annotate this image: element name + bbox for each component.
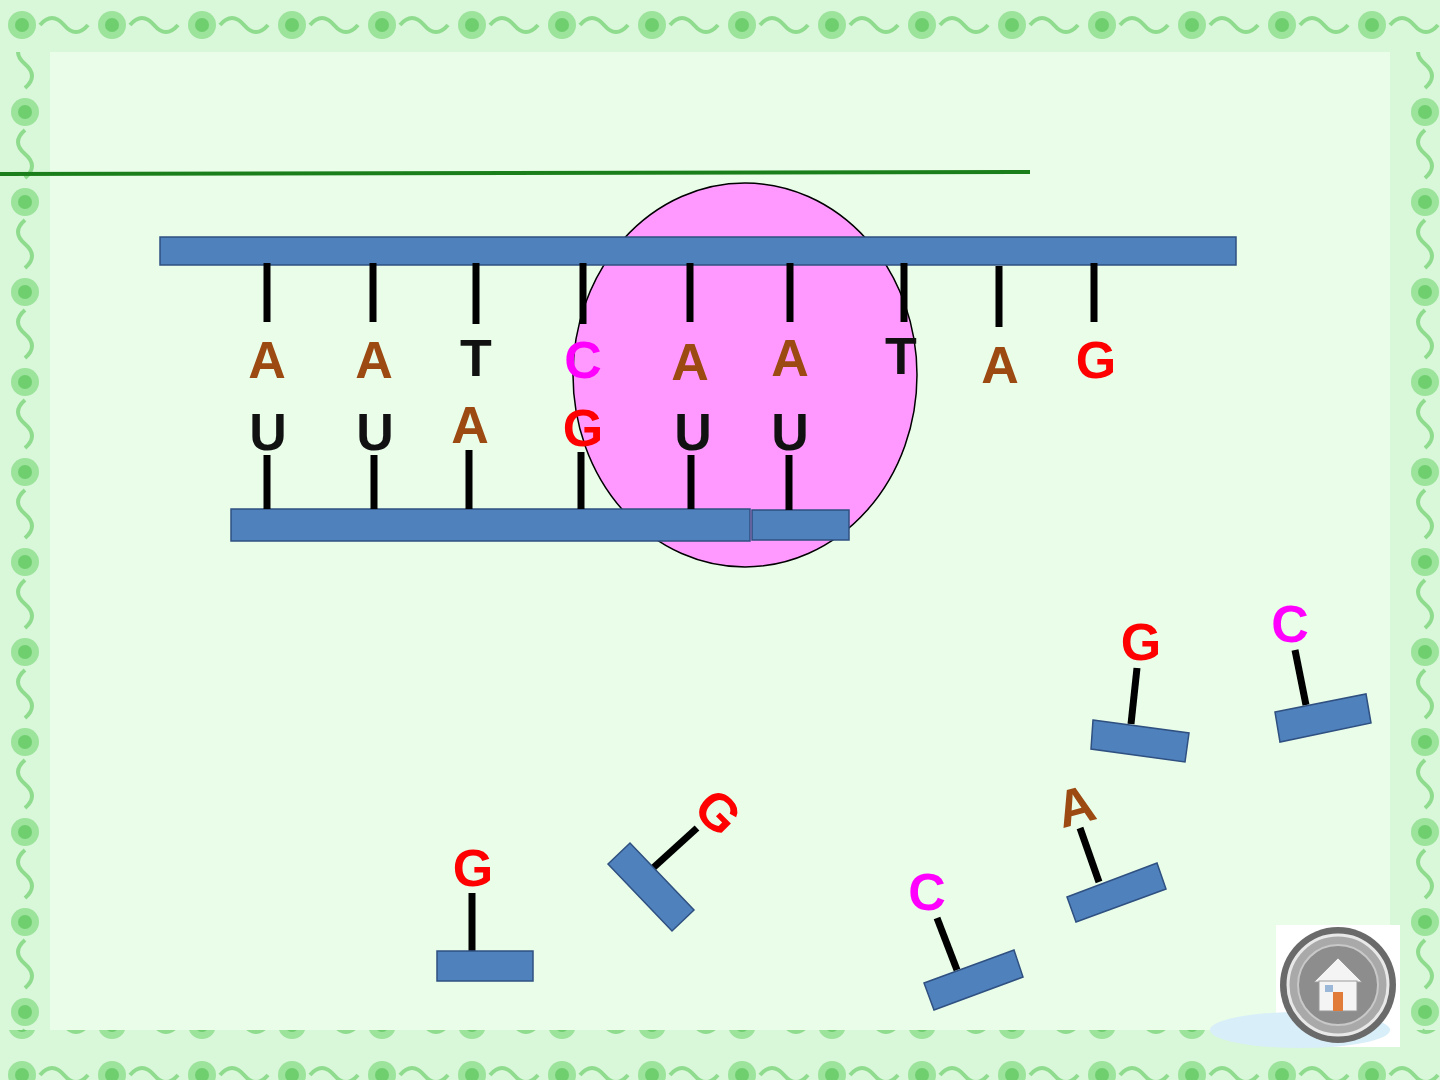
mrna-base: U <box>356 406 394 458</box>
dna-base: C <box>564 334 602 386</box>
dna-base: A <box>771 332 809 384</box>
dna-base: A <box>248 334 286 386</box>
dna-base: A <box>671 336 709 388</box>
title-rule <box>0 172 1030 174</box>
mrna-base-sticks <box>267 450 789 510</box>
mrna-base: U <box>674 406 712 458</box>
free-nucleotide-base: C <box>1271 598 1309 650</box>
new-nucleotide <box>752 510 849 540</box>
dna-base: G <box>1076 334 1116 386</box>
border-top <box>0 0 1440 52</box>
dna-base: A <box>981 339 1019 391</box>
dna-backbone <box>160 237 1236 265</box>
dna-base: A <box>355 334 393 386</box>
dna-base: T <box>885 330 917 382</box>
free-nucleotide-base: C <box>908 866 946 918</box>
mrna-backbone <box>231 509 750 541</box>
dna-base: T <box>460 332 492 384</box>
border-left <box>0 52 50 1030</box>
border-right <box>1390 52 1440 1030</box>
mrna-base: U <box>771 406 809 458</box>
free-nucleotide-base: G <box>685 779 750 844</box>
dna-base-sticks <box>267 263 1094 327</box>
mrna-base: U <box>249 406 287 458</box>
free-nucleotide-base: G <box>453 842 493 894</box>
home-button <box>1210 925 1400 1048</box>
free-nucleotide-base: A <box>1051 776 1101 836</box>
free-nucleotide-base: G <box>1121 616 1161 668</box>
mrna-base: A <box>451 399 489 451</box>
free-nucleotides <box>437 650 1371 1010</box>
mrna-base: G <box>563 402 603 454</box>
